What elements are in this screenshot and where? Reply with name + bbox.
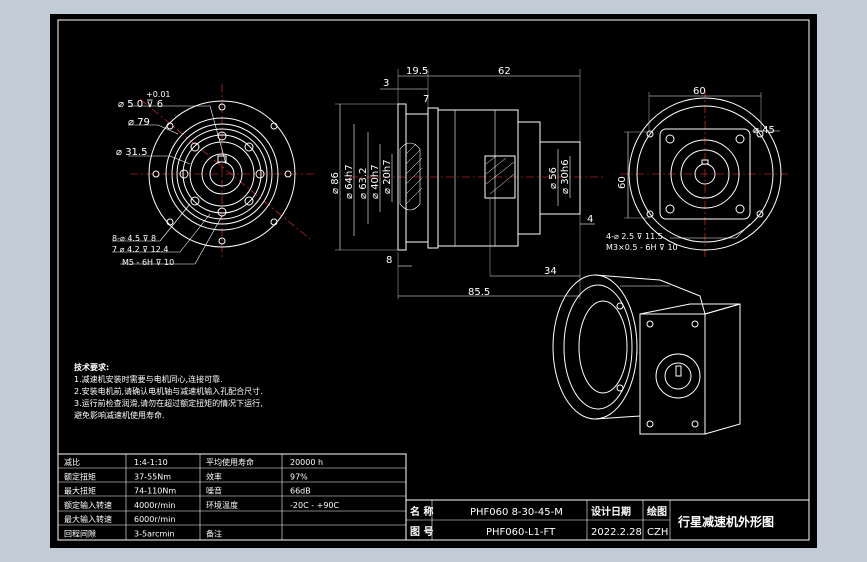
dim-pcd: ⌀ 31.5 — [116, 147, 147, 158]
design-date: 2022.2.28 — [591, 527, 642, 538]
dim-8: 8 — [386, 255, 392, 266]
front-view: +0.01 ⌀ 5 0 ⊽ 6 ⌀ 79 ⌀ 31.5 8-⌀ 4.5 ⊽ 8 … — [112, 84, 315, 267]
spec-cell: -20C - +90C — [290, 501, 340, 510]
dim-bore: ⌀ 5 0 ⊽ 6 — [118, 99, 163, 110]
drawing-sheet: +0.01 ⌀ 5 0 ⊽ 6 ⌀ 79 ⌀ 31.5 8-⌀ 4.5 ⊽ 8 … — [50, 14, 817, 548]
dim-holes-2: 7 ⌀ 4.2 ⊽ 12.4 — [112, 245, 168, 254]
spec-cell: 最大扭矩 — [64, 486, 96, 496]
technical-notes: 技术要求: 1.减速机安装时需要与电机同心,连接可靠. 2.安装电机前,请确认电… — [74, 362, 263, 420]
dim-63-2: ⌀ 63.2 — [358, 168, 369, 199]
dim-34: 34 — [544, 266, 557, 277]
dim-20h7: ⌀ 20h7 — [382, 159, 393, 194]
dim-40h7: ⌀ 40h7 — [370, 164, 381, 199]
label-design-date: 设计日期 — [591, 505, 631, 518]
dim-thread: M5 - 6H ⊽ 10 — [122, 258, 174, 267]
model-name: PHF060 8-30-45-M — [470, 507, 563, 518]
spec-table: 减比 1:4-1:10 平均使用寿命 20000 h 额定扭矩 37-55Nm 效率 97% 最… — [57, 453, 407, 541]
dim-60-side: 60 — [617, 176, 628, 189]
dim-56: ⌀ 56 — [548, 167, 559, 189]
label-name: 名 称 — [410, 505, 433, 518]
spec-cell: 回程间隙 — [64, 529, 96, 539]
spec-cell: 额定扭矩 — [64, 471, 96, 481]
spec-cell: 1:4-1:10 — [134, 458, 168, 467]
note-line: 3.运行前检查润滑,请勿在超过额定扭矩的情况下运行, — [74, 398, 263, 408]
spec-cell: 减比 — [64, 457, 80, 467]
spec-cell: 66dB — [290, 487, 311, 496]
dim-85-5: 85.5 — [468, 287, 490, 298]
drawing-canvas: +0.01 ⌀ 5 0 ⊽ 6 ⌀ 79 ⌀ 31.5 8-⌀ 4.5 ⊽ 8 … — [57, 19, 810, 541]
spec-cell: 最大输入转速 — [64, 514, 112, 524]
dim-holes-1: 8-⌀ 4.5 ⊽ 8 — [112, 234, 156, 243]
spec-cell: 4000r/min — [134, 501, 175, 510]
dim-64h7: ⌀ 64h7 — [344, 164, 355, 199]
dim-flange-thread: M3×0.5 - 6H ⊽ 10 — [606, 243, 678, 252]
note-line: 1.减速机安装时需要与电机同心,连接可靠. — [74, 374, 223, 384]
spec-cell: 97% — [290, 472, 308, 481]
drawn-by: CZH — [647, 527, 668, 538]
spec-cell: 备注 — [206, 529, 222, 539]
dim-4: 4 — [587, 214, 593, 225]
side-view: 19.5 62 3 7 ⌀ 86 ⌀ 64h7 ⌀ 63.2 ⌀ 40h7 ⌀ … — [330, 66, 605, 299]
label-drawing-no: 图 号 — [410, 526, 433, 538]
dim-3: 3 — [383, 78, 389, 89]
spec-cell: 37-55Nm — [134, 472, 171, 481]
dim-30h6: ⌀ 30h6 — [560, 159, 571, 194]
spec-cell: 额定输入转速 — [64, 500, 112, 510]
isometric-view — [552, 274, 741, 435]
dim-7: 7 — [423, 94, 429, 105]
note-line: 技术要求: — [74, 362, 109, 372]
spec-cell: 平均使用寿命 — [206, 457, 254, 467]
dim-flange-diameter: ⌀ 45 — [753, 125, 775, 136]
dim-19-5: 19.5 — [406, 66, 428, 77]
flange-view: 60 60 ⌀ 45 4-⌀ 2.5 ⊽ 11.5 M3×0.5 - 6H ⊽ … — [606, 86, 790, 259]
model-code: PHF060-L1-FT — [486, 527, 556, 538]
spec-cell: 74-110Nm — [134, 487, 176, 496]
note-line: 2.安装电机前,请确认电机轴与减速机输入孔配合尺寸. — [74, 386, 263, 396]
dim-flange-holes: 4-⌀ 2.5 ⊽ 11.5 — [606, 232, 663, 241]
spec-cell: 效率 — [206, 471, 222, 481]
title-block: 名 称 图 号 PHF060 8-30-45-M PHF060-L1-FT 设计… — [405, 499, 810, 541]
spec-cell: 20000 h — [290, 458, 323, 467]
spec-cell: 3-5arcmin — [134, 530, 175, 539]
note-line: 避免影响减速机使用寿命. — [74, 410, 165, 420]
dim-outer-diameter: ⌀ 79 — [128, 117, 150, 128]
spec-cell: 6000r/min — [134, 515, 175, 524]
dim-86: ⌀ 86 — [330, 172, 341, 194]
dim-tolerance: +0.01 — [146, 90, 171, 99]
dim-62: 62 — [498, 66, 511, 77]
spec-cell: 环境温度 — [206, 500, 238, 510]
drawing-title: 行星减速机外形图 — [677, 514, 774, 529]
dim-60-top: 60 — [693, 86, 706, 97]
spec-cell: 噪音 — [206, 486, 222, 496]
label-drawn-by: 绘图 — [647, 505, 667, 518]
